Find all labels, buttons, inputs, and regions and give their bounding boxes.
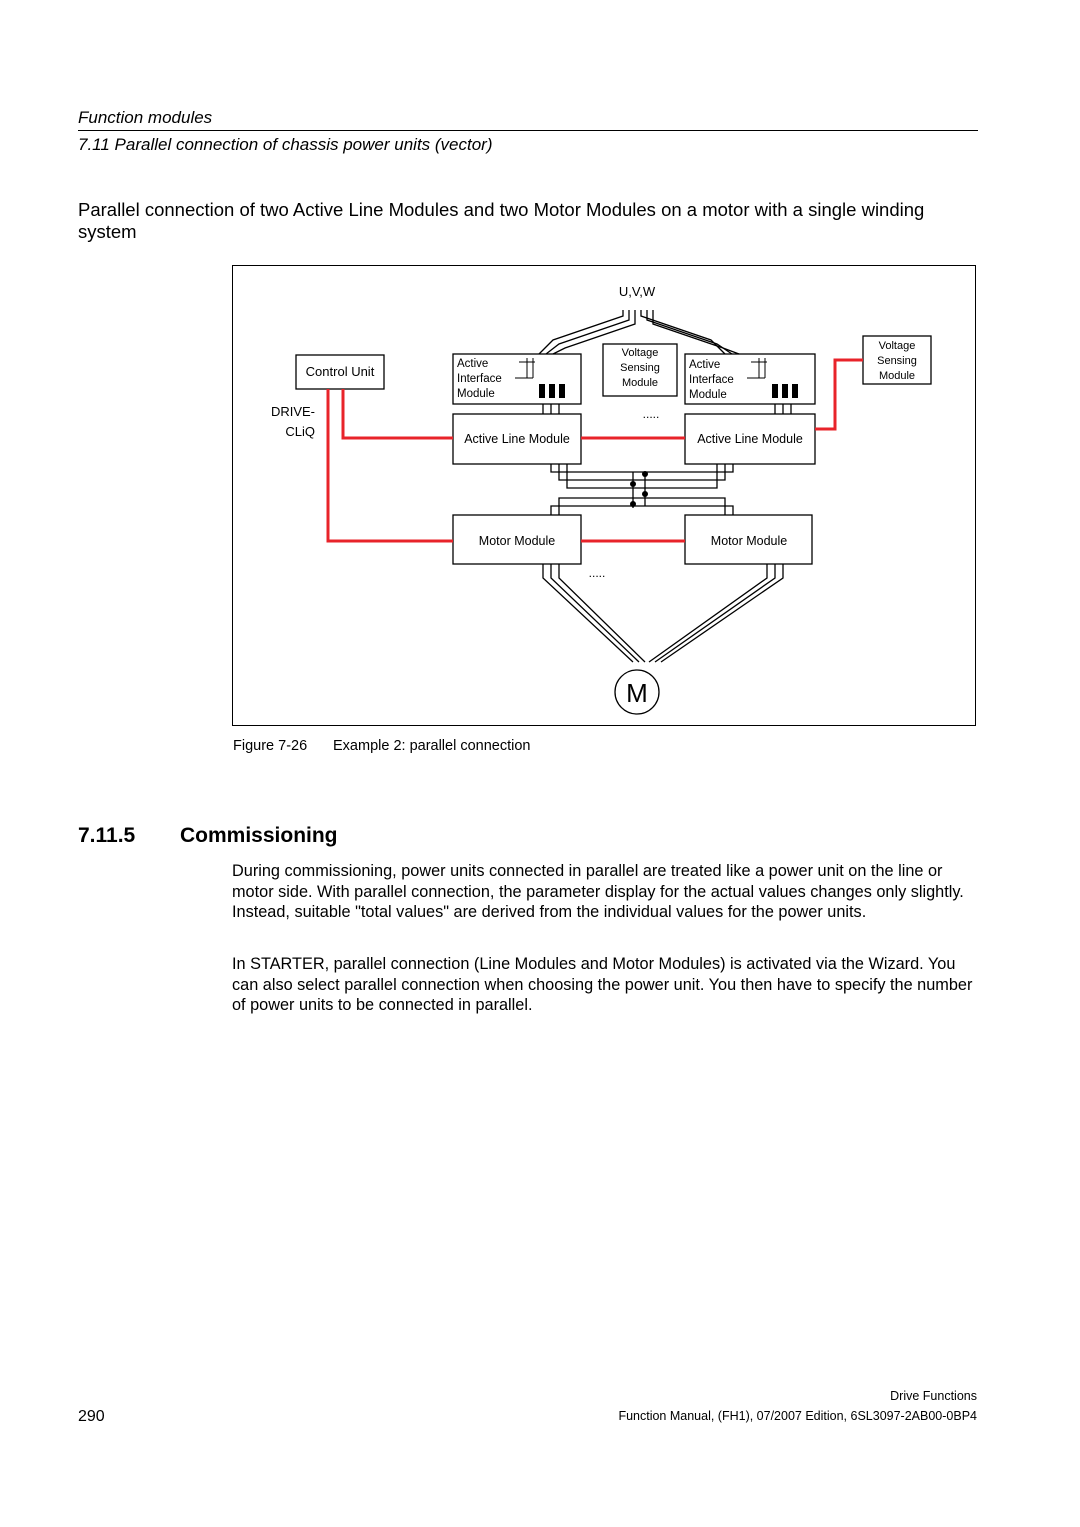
cliq-label: CLiQ (285, 424, 315, 439)
vsm-center-module: Module (622, 377, 658, 389)
uvw-label: U,V,W (619, 284, 656, 299)
vsm-center-sensing: Sensing (620, 362, 660, 374)
supply-line (538, 310, 624, 355)
aim-right-active: Active (689, 359, 720, 371)
aim-right-box (684, 353, 816, 405)
ellipsis-bottom: ..... (589, 566, 606, 580)
aim-left-module: Module (457, 388, 495, 400)
paragraph-2: In STARTER, parallel connection (Line Mo… (232, 955, 973, 1015)
figure-number: Figure 7-26 (233, 738, 308, 754)
supply-line (652, 310, 740, 355)
wiring-diagram: U,V,W Control Unit DRIVE- CLiQ Active In… (271, 284, 932, 715)
running-header-section: Function modules (78, 108, 213, 127)
supply-line (545, 310, 630, 355)
header-rule (78, 130, 978, 131)
footer-doc-info: Function Manual, (FH1), 07/2007 Edition,… (618, 1409, 977, 1423)
mm-left-label: Motor Module (479, 534, 555, 548)
alm-right-label: Active Line Module (697, 432, 803, 446)
vsm-center-box (602, 343, 678, 397)
aim-right-module: Module (689, 389, 727, 401)
ellipsis-top: ..... (643, 407, 660, 421)
aim-left-interface: Interface (457, 373, 502, 385)
page-number: 290 (78, 1408, 105, 1425)
figure-caption: Figure 7-26 Example 2: parallel connectio… (233, 738, 530, 754)
figure-diagram: U,V,W Control Unit DRIVE- CLiQ Active In… (232, 265, 976, 726)
mm-right-label: Motor Module (711, 534, 787, 548)
motor-label: M (626, 678, 648, 708)
vsm-center-voltage: Voltage (622, 347, 659, 359)
vsm-right-voltage: Voltage (879, 340, 916, 352)
aim-right-interface: Interface (689, 374, 734, 386)
figure-caption-text: Example 2: parallel connection (333, 738, 531, 754)
control-unit-box (295, 354, 385, 390)
footer-doc-title: Drive Functions (890, 1389, 977, 1403)
running-header-subsection: 7.11 Parallel connection of chassis powe… (78, 135, 493, 154)
section-title: Commissioning (180, 824, 338, 847)
drive-cliq-lines (326, 358, 863, 543)
aim-left-box (452, 353, 582, 405)
vsm-right-sensing: Sensing (877, 355, 917, 367)
motor-circle (614, 669, 660, 715)
vsm-right-module: Module (879, 370, 915, 382)
supply-line (552, 310, 636, 355)
section-number: 7.11.5 (78, 824, 136, 847)
drive-label: DRIVE- (271, 404, 315, 419)
aim-left-active: Active (457, 358, 488, 370)
control-unit-label: Control Unit (306, 364, 375, 379)
alm-left-label: Active Line Module (464, 432, 570, 446)
supply-line (640, 310, 726, 355)
subheading: Parallel connection of two Active Line M… (78, 199, 925, 242)
paragraph-1: During commissioning, power units connec… (232, 862, 964, 922)
